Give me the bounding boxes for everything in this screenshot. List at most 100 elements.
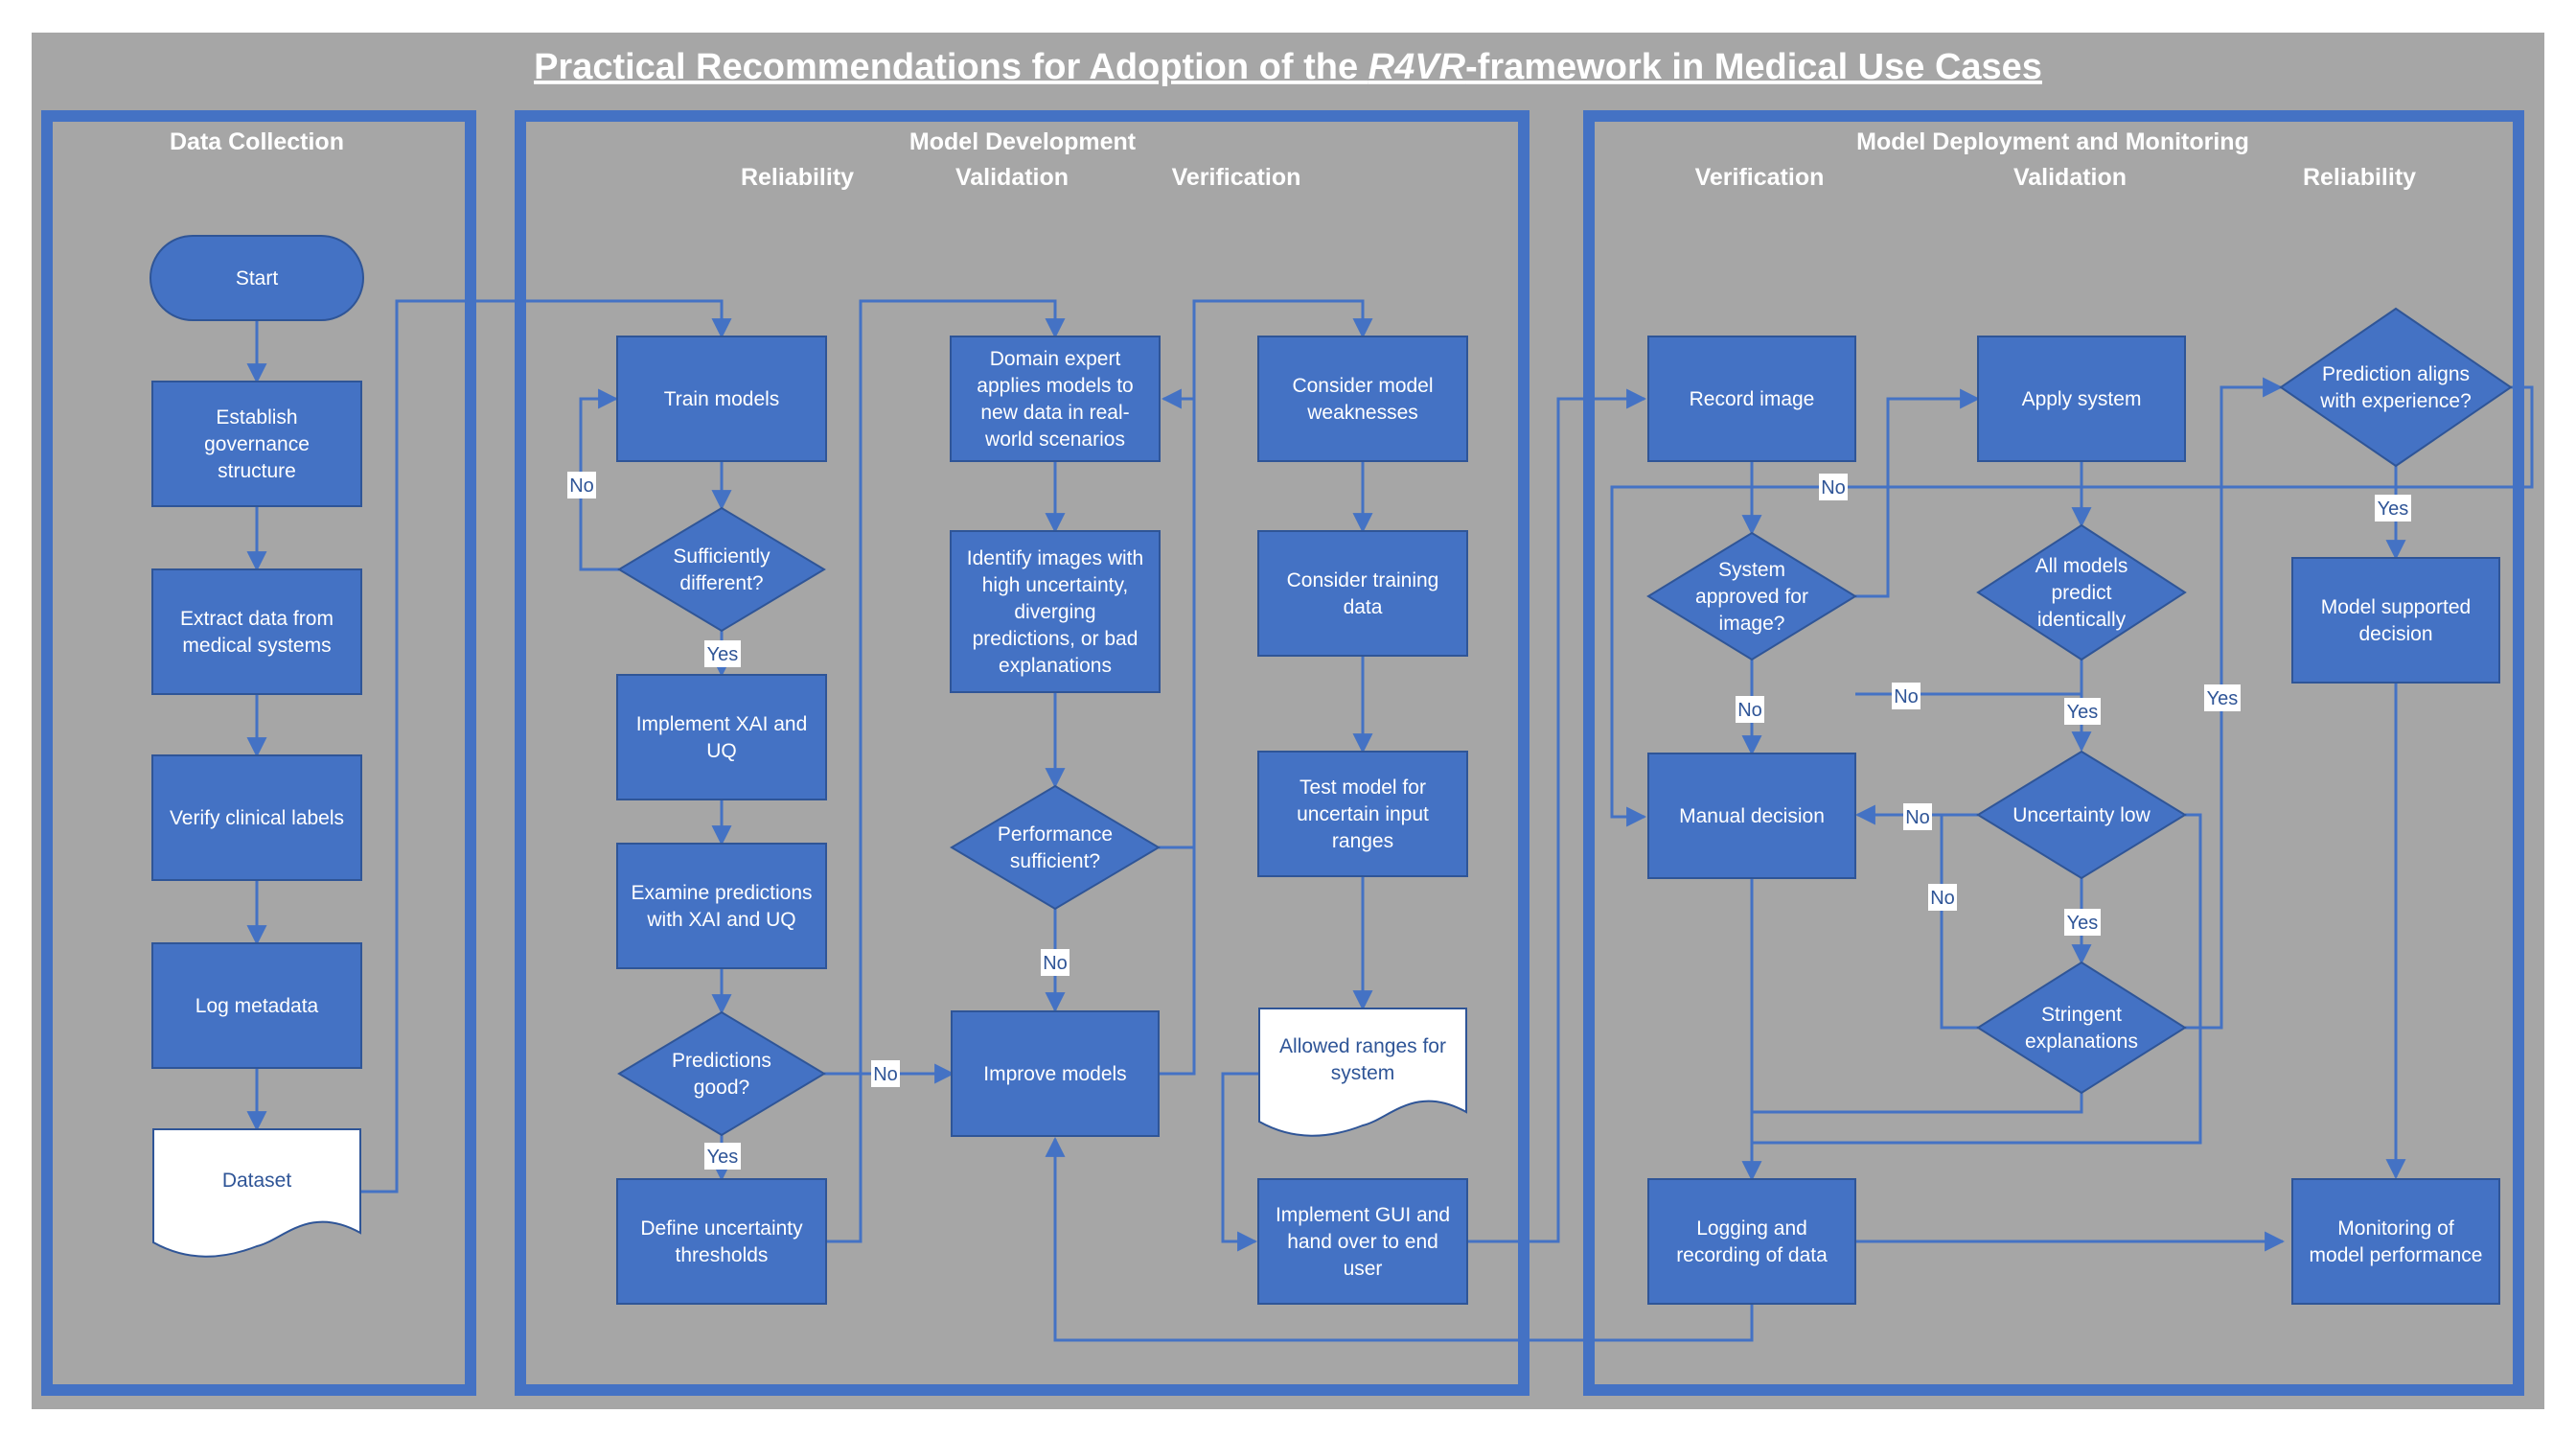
node-dataset-line: Dataset — [222, 1170, 292, 1192]
node-thresh-line: thresholds — [676, 1244, 769, 1266]
node-allmodels-line: All models — [2036, 555, 2128, 577]
node-testmodel-line: uncertain input — [1297, 803, 1429, 825]
node-xai-shape — [616, 674, 827, 800]
node-unclow-label: Uncertainty low — [2012, 804, 2150, 826]
node-testmodel-label: Test model for uncertain input ranges — [1297, 776, 1429, 852]
node-verify-label: Verify clinical labels — [170, 807, 344, 829]
node-perf-shape — [950, 784, 1161, 911]
node-testmodel-line: ranges — [1332, 830, 1393, 852]
node-stringent-line: Stringent — [2041, 1004, 2122, 1026]
node-verify-shape — [151, 754, 362, 881]
node-dataset-shape — [152, 1128, 361, 1258]
node-suffdiff-line: Sufficiently — [673, 545, 770, 568]
node-logging-line: recording of data — [1676, 1244, 1828, 1266]
node-allowed-line: system — [1331, 1062, 1395, 1084]
node-log-label: Log metadata — [196, 995, 319, 1017]
node-monitor-shape — [2291, 1178, 2500, 1305]
node-apply-line: Apply system — [2022, 388, 2142, 410]
phase-dev-verification: Verification — [1172, 164, 1301, 191]
lane-title-model-deployment: Model Deployment and Monitoring — [1856, 128, 2249, 155]
node-train-label: Train models — [664, 388, 780, 410]
node-traindata-shape — [1257, 530, 1468, 657]
node-record: Record image — [1647, 336, 1856, 462]
node-train-line: Train models — [664, 388, 780, 410]
node-testmodel-shape — [1257, 751, 1468, 877]
node-weak-shape — [1257, 336, 1468, 462]
phase-deploy-reliability: Reliability — [2303, 164, 2416, 191]
label-no-allmodels: No — [1894, 686, 1919, 707]
node-xai-line: UQ — [706, 740, 737, 762]
node-monitor: Monitoring of model performance — [2291, 1178, 2500, 1305]
node-testmodel-line: Test model for — [1300, 776, 1426, 799]
node-gov-line: governance — [204, 433, 310, 455]
node-manual-shape — [1647, 753, 1856, 879]
label-yes-predgood: Yes — [707, 1147, 739, 1168]
node-dataset-label: Dataset — [222, 1170, 292, 1192]
edge-improve-domain — [1159, 388, 1196, 1076]
node-manual-label: Manual decision — [1679, 805, 1825, 827]
node-identify-line: Identify images with — [967, 547, 1143, 569]
node-identify-shape — [950, 530, 1161, 693]
lane-title-model-development: Model Development — [909, 128, 1137, 155]
node-monitor-line: model performance — [2310, 1244, 2483, 1266]
node-log-line: Log metadata — [196, 995, 319, 1017]
diagram-title: Practical Recommendations for Adoption o… — [534, 47, 2042, 87]
node-extract-line: Extract data from — [180, 608, 334, 630]
node-traindata-line: data — [1344, 596, 1383, 618]
node-start-line: Start — [236, 267, 279, 290]
node-perf-line: sufficient? — [1010, 850, 1100, 872]
node-predgood-line: Predictions — [672, 1050, 771, 1072]
node-dataset: Dataset — [152, 1128, 361, 1258]
node-domain-line: Domain expert — [990, 348, 1121, 370]
phase-dev-validation: Validation — [955, 164, 1069, 191]
node-train: Train models — [616, 336, 827, 462]
node-record-shape — [1647, 336, 1856, 462]
label-no-suffdiff: No — [569, 475, 594, 497]
node-stringent-shape — [1976, 961, 2187, 1095]
node-monitor-label: Monitoring of model performance — [2310, 1217, 2483, 1266]
node-thresh: Define uncertainty thresholds — [616, 1178, 827, 1305]
node-monitor-line: Monitoring of — [2337, 1217, 2454, 1240]
lane-data-collection — [41, 110, 476, 1396]
node-unclow-shape — [1976, 750, 2187, 880]
node-gui-line: Implement GUI and — [1276, 1204, 1450, 1226]
node-thresh-label: Define uncertainty thresholds — [640, 1217, 803, 1266]
label-no-unclow: No — [1905, 807, 1930, 828]
label-no-predgood: No — [873, 1064, 898, 1085]
edge-predaligns-record-no — [1610, 385, 2534, 827]
node-gov-shape — [151, 381, 362, 507]
node-manual-line: Manual decision — [1679, 805, 1825, 827]
node-log: Log metadata — [151, 942, 362, 1069]
node-perf-line: Performance — [998, 823, 1113, 846]
node-supported-line: Model supported — [2321, 596, 2471, 618]
node-train-shape — [616, 336, 827, 462]
node-gui-shape — [1257, 1178, 1468, 1305]
edge-logging-improve — [1045, 1136, 1754, 1342]
node-thresh-line: Define uncertainty — [640, 1217, 803, 1240]
node-allmodels-line: predict — [2051, 582, 2111, 604]
edge-gui-record — [1466, 388, 1647, 1243]
node-allmodels-shape — [1976, 523, 2187, 661]
node-improve-line: Improve models — [983, 1063, 1126, 1085]
node-domain-line: applies models to — [977, 375, 1133, 397]
node-unclow-line: Uncertainty low — [2012, 804, 2150, 826]
lane-model-deployment — [1583, 110, 2524, 1396]
label-yes-unclow: Yes — [2067, 913, 2099, 934]
